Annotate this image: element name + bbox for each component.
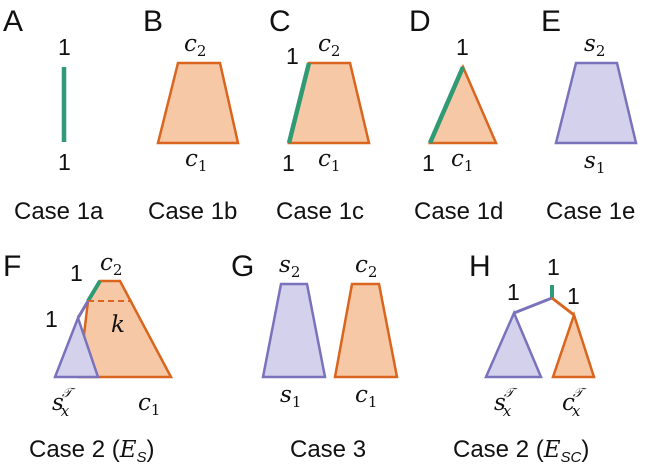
purple-edge: [513, 296, 553, 315]
label-top-one: 1: [547, 254, 560, 280]
orange-triangle: [551, 311, 596, 379]
panel-letter-g: G: [231, 250, 254, 283]
label-k: k: [111, 312, 125, 338]
label-c2: c2: [100, 250, 122, 279]
orange-trapezoid: [333, 282, 399, 379]
green-edge: [427, 66, 466, 144]
caption-case-3: Case 3: [290, 436, 366, 463]
label-s2: s2: [584, 31, 605, 60]
label-one-left: 1: [45, 306, 58, 332]
label-left-bottom-one: 1: [282, 150, 295, 176]
panel-e: E s2 s1 Case 1e: [541, 5, 638, 225]
label-c2: c2: [318, 31, 340, 60]
panel-b: B c2 c1 Case 1b: [143, 5, 240, 225]
purple-triangle: [53, 314, 100, 379]
label-c1: c1: [451, 146, 473, 175]
purple-trapezoid: [554, 61, 638, 145]
panel-d: D 1 1 c1 Case 1d: [409, 5, 503, 225]
green-edge: [86, 279, 102, 303]
panel-g: G s2 s1 c2 c1 Case 3: [231, 250, 399, 463]
label-c1: c1: [355, 382, 377, 411]
purple-trapezoid: [261, 282, 327, 379]
panel-letter-d: D: [409, 5, 431, 38]
panel-a: A 1 1 Case 1a: [3, 5, 104, 225]
label-c1: c1: [318, 146, 340, 175]
label-top-one: 1: [456, 34, 469, 60]
orange-edge: [551, 296, 575, 317]
orange-trapezoid: [156, 61, 240, 145]
caption-case-2-esc: Case 2 (ESC): [453, 436, 589, 466]
panel-letter-h: H: [469, 250, 491, 283]
green-edge: [286, 62, 312, 144]
purple-edge: [76, 300, 90, 319]
label-s1: s1: [584, 148, 605, 177]
label-left-top-one: 1: [286, 43, 299, 69]
label-s2: s2: [279, 252, 300, 281]
label-c2: c2: [355, 252, 377, 281]
label-c2: c2: [184, 31, 206, 60]
label-one-top: 1: [70, 260, 83, 286]
panel-letter-a: A: [3, 5, 23, 38]
panel-letter-b: B: [143, 5, 163, 38]
panel-c: C 1 c2 1 c1 Case 1c: [269, 5, 371, 225]
label-left-bottom-one: 1: [422, 150, 435, 176]
panel-letter-f: F: [3, 250, 21, 283]
label-left-one: 1: [507, 279, 520, 305]
label-c1: c1: [138, 390, 160, 419]
caption-case-1e: Case 1e: [546, 198, 635, 225]
caption-case-1a: Case 1a: [14, 198, 104, 225]
caption-case-1b: Case 1b: [148, 198, 237, 225]
label-c1: c1: [185, 146, 207, 175]
purple-triangle: [484, 309, 543, 379]
caption-case-1d: Case 1d: [414, 198, 503, 225]
caption-case-2-es: Case 2 (ES): [29, 436, 155, 466]
label-top-one: 1: [58, 34, 71, 60]
caption-case-1c: Case 1c: [276, 198, 364, 225]
label-right-one: 1: [567, 283, 580, 309]
panel-letter-c: C: [269, 5, 291, 38]
orange-triangle: [428, 63, 498, 145]
label-bottom-one: 1: [58, 149, 71, 175]
label-s1: s1: [280, 382, 301, 411]
panel-letter-e: E: [541, 5, 561, 38]
